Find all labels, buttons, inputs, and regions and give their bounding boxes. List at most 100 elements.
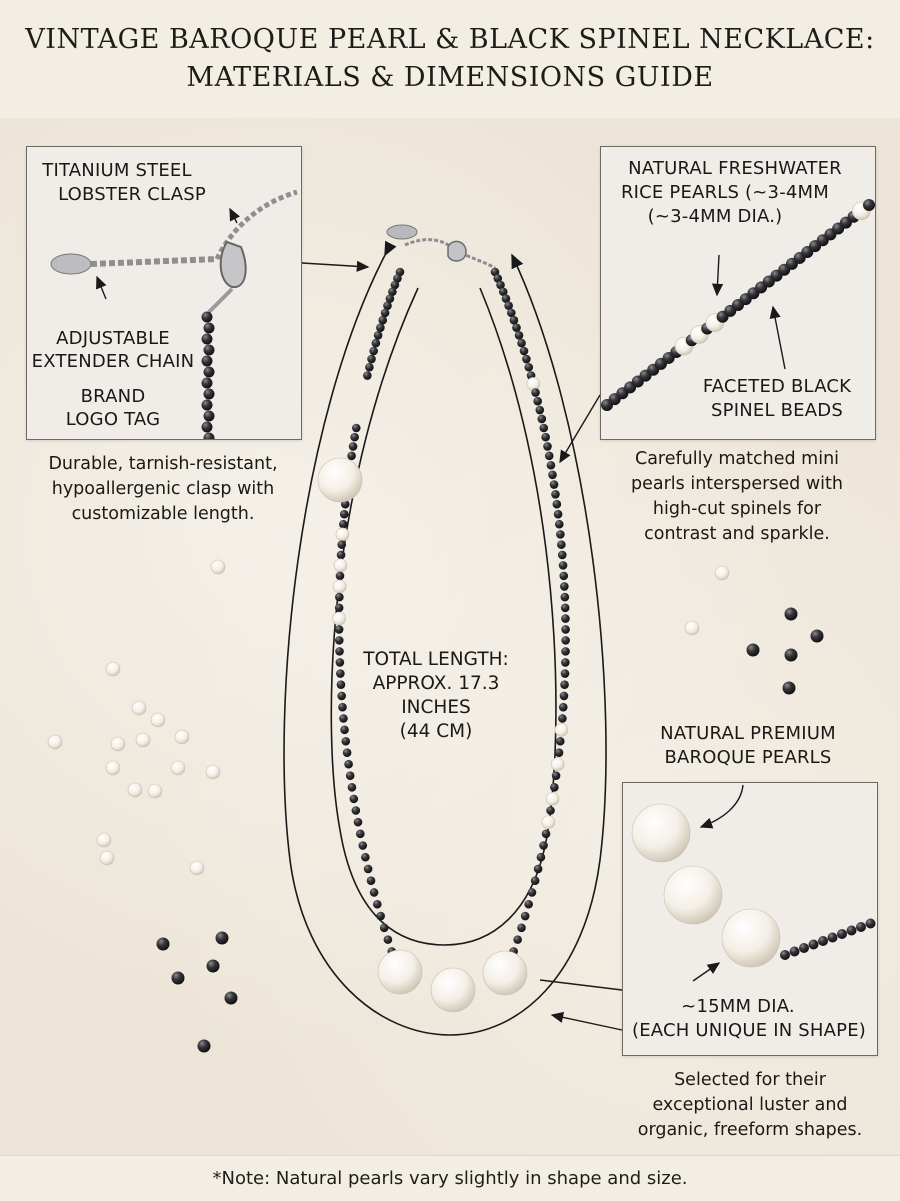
- spinel-bead: [334, 603, 344, 613]
- spinel-bead: [541, 829, 551, 839]
- loose-pearl: [147, 783, 163, 799]
- spinel-bead: [512, 323, 521, 333]
- rice-pearl-closeup-image: [601, 199, 875, 411]
- spinel-bead: [549, 480, 559, 489]
- total-length-label: TOTAL LENGTH: APPROX. 17.3 INCHES (44 CM…: [336, 648, 536, 744]
- spinel-bead: [550, 782, 559, 792]
- baroque-desc-line1: Selected for their: [674, 1070, 826, 1090]
- spinel-bead: [367, 354, 376, 364]
- spinel-bead: [837, 929, 847, 939]
- spinel-bead: [558, 714, 567, 723]
- spinel-bead: [517, 338, 526, 348]
- title-line-2: MATERIALS & DIMENSIONS GUIDE: [186, 62, 714, 93]
- spinel-bead: [339, 509, 349, 519]
- baroque-pearl: [482, 950, 528, 996]
- spinel-bead: [336, 680, 346, 689]
- length-line3: (44 CM): [399, 721, 473, 742]
- loose-spinel: [197, 1039, 211, 1053]
- baroque-pearl: [430, 967, 476, 1013]
- spinel-bead: [335, 647, 344, 656]
- spinel-bead: [560, 582, 569, 591]
- rice-pearl-leader-arrow: [559, 394, 601, 464]
- loose-pearl: [105, 661, 121, 677]
- spinel-bead: [201, 311, 213, 323]
- length-line2: APPROX. 17.3 INCHES: [372, 673, 500, 718]
- spinel-bead: [388, 287, 397, 297]
- loose-pearl: [174, 729, 190, 745]
- rice-pearl: [332, 579, 347, 594]
- spinel-bead: [345, 771, 355, 781]
- rice-desc-line1: Carefully matched mini: [634, 449, 840, 469]
- spinel-bead: [541, 432, 550, 442]
- spinel-bead: [530, 876, 540, 886]
- spinel-bead: [535, 405, 545, 415]
- page-header: VINTAGE BAROQUE PEARL & BLACK SPINEL NEC…: [0, 0, 900, 119]
- baroque-label-line1: NATURAL PREMIUM: [660, 723, 836, 744]
- spinel-bead: [543, 442, 552, 451]
- baroque-leader-arrow: [550, 1011, 623, 1031]
- spinel-bead: [533, 864, 543, 874]
- spinel-bead: [351, 423, 361, 433]
- spinel-bead: [561, 658, 570, 667]
- baroque-pearl: [721, 908, 781, 968]
- baroque-pearl-closeup-image: [631, 784, 876, 982]
- spinel-bead: [334, 636, 344, 645]
- tag-label-line2: LOGO TAG: [65, 409, 161, 430]
- spinel-bead: [561, 614, 570, 623]
- spinel-bead: [335, 658, 345, 667]
- loose-spinel: [746, 643, 760, 657]
- baroque-leader-top: [539, 979, 623, 991]
- rice-desc-line3: high-cut spinels for: [652, 499, 822, 519]
- baroque-pearl: [631, 803, 691, 863]
- spinel-bead: [351, 806, 361, 815]
- spinel-bead: [552, 499, 562, 509]
- spinel-bead: [780, 950, 790, 960]
- spinel-bead: [827, 932, 838, 943]
- spinel-bead: [201, 333, 213, 345]
- loose-pearl: [110, 736, 126, 752]
- rice-pearl-detail-panel: NATURAL FRESHWATER RICE PEARLS (~3-4MM (…: [600, 146, 876, 440]
- baroque-pearl-detail-panel: ~15MM DIA. (EACH UNIQUE IN SHAPE): [622, 782, 878, 1056]
- loose-pearl: [105, 760, 121, 776]
- rice-pearl: [335, 527, 350, 542]
- spinel-bead: [383, 935, 393, 944]
- spinel-bead: [559, 691, 569, 701]
- spinel-bead: [339, 519, 348, 529]
- spinel-bead: [203, 344, 215, 356]
- spinel-bead: [865, 918, 876, 929]
- spinel-bead: [380, 308, 390, 318]
- spinel-bead: [338, 702, 347, 712]
- rice-pearl: [526, 377, 541, 391]
- spinel-bead: [393, 274, 402, 283]
- spinel-bead: [789, 946, 800, 957]
- logo-tag: [386, 224, 418, 240]
- tag-label-line1: BRAND: [80, 386, 146, 407]
- spinel-bead: [203, 322, 215, 334]
- spinel-strand-closeup: [201, 311, 215, 439]
- loose-spinel: [206, 959, 220, 973]
- spinel-bead: [551, 490, 560, 499]
- rice-pearl-label-line3: (~3-4MM DIA.): [647, 206, 783, 227]
- spinel-bead: [203, 388, 215, 400]
- spinel-bead: [378, 315, 388, 325]
- baroque-pearl: [317, 457, 363, 503]
- spinel-bead: [336, 669, 345, 678]
- spinel-bead: [337, 540, 347, 549]
- rice-pearl: [545, 792, 560, 806]
- spinel-bead: [560, 603, 570, 613]
- spinel-bead: [536, 852, 546, 862]
- spinel-bead: [339, 714, 348, 723]
- spinel-bead: [376, 911, 385, 921]
- loose-spinel: [784, 648, 798, 662]
- spinel-bead: [341, 736, 351, 746]
- spinel-bead: [551, 771, 561, 781]
- rice-pearl-label-line1: NATURAL FRESHWATER: [628, 158, 842, 179]
- rice-pearl: [333, 558, 348, 573]
- loose-spinel: [782, 681, 796, 695]
- clasp-desc-line2: hypoallergenic clasp with: [51, 479, 275, 499]
- spinel-bead: [539, 841, 548, 850]
- spinel-bead: [369, 346, 378, 356]
- spinel-bead: [350, 432, 359, 442]
- spinel-bead: [203, 432, 215, 439]
- spinel-bead: [517, 923, 526, 933]
